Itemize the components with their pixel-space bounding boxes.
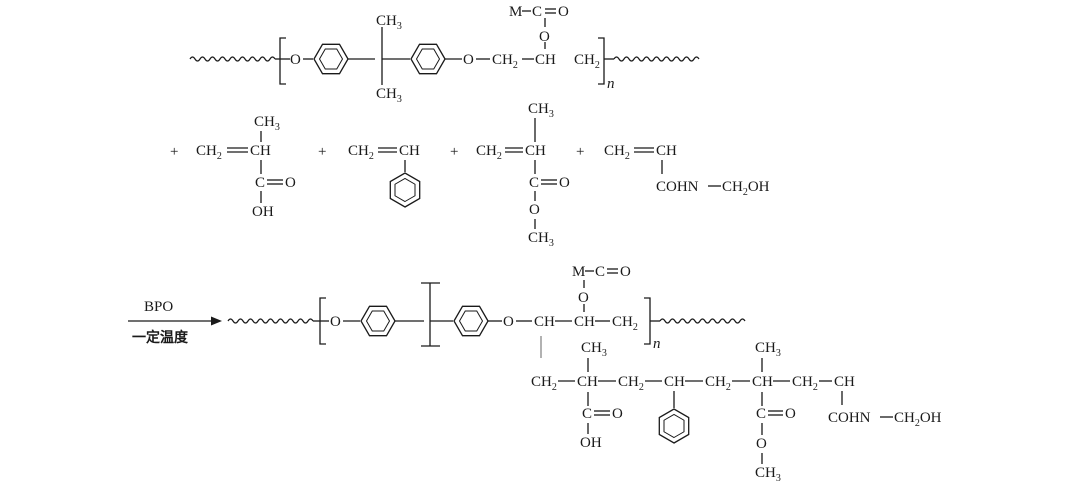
svg-text:CH: CH	[664, 374, 685, 390]
svg-text:CH3: CH3	[755, 340, 781, 359]
graft-copolymer-product: O O CH CH O M C O CH2 n CH2	[227, 264, 942, 484]
repeat-count: n	[653, 336, 661, 352]
ch-group: CH	[535, 52, 556, 68]
chain-end-wave-left	[189, 56, 276, 62]
svg-text:CH2: CH2	[618, 374, 644, 393]
svg-text:O: O	[756, 436, 767, 452]
svg-text:COHN: COHN	[828, 410, 871, 426]
svg-text:CH: CH	[834, 374, 855, 390]
repeat-count: n	[607, 76, 615, 92]
svg-text:O: O	[559, 175, 570, 191]
ch2-group: CH2	[492, 52, 518, 71]
svg-text:CH2OH: CH2OH	[894, 410, 942, 429]
ch-group: CH	[574, 314, 595, 330]
svg-text:O: O	[285, 175, 296, 191]
ch2-group: CH2	[574, 52, 600, 71]
carbonyl-oxygen: O	[558, 4, 569, 20]
svg-text:CH2: CH2	[792, 374, 818, 393]
metal-label: M	[509, 4, 522, 20]
methyl-methacrylate: CH3 CH2 CH C O O CH3	[476, 101, 570, 249]
metal-label: M	[572, 264, 585, 280]
grafted-acrylic-chain: CH2 CH CH3 C O OH CH2 CH CH2 CH	[531, 340, 942, 484]
svg-text:CH2: CH2	[476, 143, 502, 162]
ether-oxygen: O	[503, 314, 514, 330]
condition-label: 一定温度	[132, 329, 189, 346]
carbonyl-oxygen: O	[620, 264, 631, 280]
svg-text:O: O	[529, 202, 540, 218]
svg-text:CH: CH	[577, 374, 598, 390]
repeat-bracket-left	[279, 37, 286, 85]
svg-text:CH: CH	[656, 143, 677, 159]
ester-oxygen: O	[578, 290, 589, 306]
chain-end-wave-left	[227, 318, 314, 324]
arrow-head	[211, 316, 222, 326]
methyl-bottom-label: CH3	[376, 86, 402, 105]
svg-text:CH2: CH2	[348, 143, 374, 162]
monomer-row: + CH3 CH2 CH C O OH + CH2 CH +	[170, 101, 770, 249]
svg-text:CH3: CH3	[581, 340, 607, 359]
n-methylolacrylamide: CH2 CH COHN CH2OH	[604, 143, 770, 198]
svg-text:CH: CH	[399, 143, 420, 159]
svg-text:O: O	[785, 406, 796, 422]
svg-text:COHN: COHN	[656, 179, 699, 195]
svg-text:OH: OH	[252, 204, 274, 220]
methacrylic-acid: CH3 CH2 CH C O OH	[196, 114, 296, 220]
carbonyl-carbon: C	[532, 4, 542, 20]
carbonyl-carbon: C	[595, 264, 605, 280]
ether-oxygen: O	[463, 52, 474, 68]
ch-group: CH	[534, 314, 555, 330]
svg-text:CH2OH: CH2OH	[722, 179, 770, 198]
svg-text:CH3: CH3	[755, 465, 781, 484]
svg-text:CH3: CH3	[528, 101, 554, 120]
svg-text:CH2: CH2	[196, 143, 222, 162]
svg-text:CH2: CH2	[531, 374, 557, 393]
ch2-group: CH2	[612, 314, 638, 333]
svg-text:C: C	[582, 406, 592, 422]
benzene-ring	[389, 172, 421, 208]
svg-text:CH3: CH3	[528, 230, 554, 249]
plus-sign: +	[170, 144, 178, 160]
benzene-ring	[410, 43, 446, 75]
methyl-top-label: CH3	[376, 13, 402, 32]
styrene: CH2 CH	[348, 143, 421, 208]
chain-end-wave-right	[613, 56, 700, 62]
svg-text:C: C	[529, 175, 539, 191]
ether-oxygen: O	[290, 52, 301, 68]
repeat-bracket-right	[644, 297, 651, 345]
plus-sign: +	[576, 144, 584, 160]
svg-text:CH: CH	[752, 374, 773, 390]
svg-text:O: O	[612, 406, 623, 422]
chain-end-wave-right	[659, 318, 746, 324]
svg-text:CH2: CH2	[604, 143, 630, 162]
epoxy-ester-polymer: O CH3 CH3 O CH2 CH O M C O CH2 n	[189, 4, 700, 105]
svg-text:CH2: CH2	[705, 374, 731, 393]
ether-oxygen: O	[330, 314, 341, 330]
svg-text:CH: CH	[525, 143, 546, 159]
svg-text:C: C	[255, 175, 265, 191]
reaction-arrow: BPO 一定温度	[128, 299, 222, 346]
repeat-bracket-right	[598, 37, 605, 85]
benzene-ring	[658, 408, 690, 444]
benzene-ring	[360, 305, 396, 337]
svg-text:OH: OH	[580, 435, 602, 451]
benzene-ring	[453, 305, 489, 337]
svg-text:CH3: CH3	[254, 114, 280, 133]
plus-sign: +	[318, 144, 326, 160]
svg-text:C: C	[756, 406, 766, 422]
svg-text:CH: CH	[250, 143, 271, 159]
ester-oxygen: O	[539, 29, 550, 45]
initiator-label: BPO	[144, 299, 173, 315]
benzene-ring	[313, 43, 349, 75]
plus-sign: +	[450, 144, 458, 160]
